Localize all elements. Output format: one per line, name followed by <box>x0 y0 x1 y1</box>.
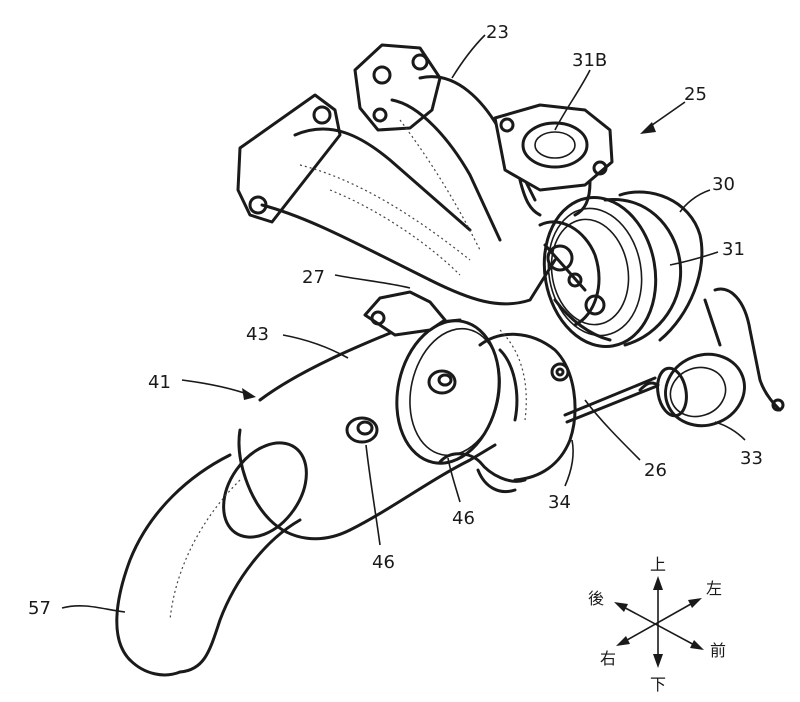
compass-front: 前 <box>710 641 726 660</box>
compass-down: 下 <box>650 675 666 694</box>
label-26: 26 <box>644 460 667 481</box>
turbine-outlet-pipe <box>478 329 577 482</box>
label-33: 33 <box>740 448 763 469</box>
label-57: 57 <box>28 598 51 619</box>
compass-up: 上 <box>650 555 666 574</box>
label-34: 34 <box>548 492 571 513</box>
wastegate-actuator <box>563 287 785 428</box>
compass-right: 右 <box>600 649 616 668</box>
label-30: 30 <box>712 174 735 195</box>
label-31: 31 <box>722 239 745 260</box>
leader-lines <box>61 34 746 613</box>
label-46-right: 46 <box>452 508 475 529</box>
label-25: 25 <box>684 84 707 105</box>
exhaust-manifold <box>236 43 557 306</box>
compass-rear: 後 <box>588 589 604 608</box>
label-27: 27 <box>302 267 325 288</box>
label-31b: 31B <box>572 50 607 71</box>
label-43: 43 <box>246 324 269 345</box>
exhaust-pipe <box>115 441 308 677</box>
catalytic-converter <box>237 290 527 541</box>
turbocharger <box>538 190 704 348</box>
label-23: 23 <box>486 22 509 43</box>
turbine-outlet-flange-31b <box>493 103 614 217</box>
reference-numerals: 23 31B 25 30 31 27 43 41 26 34 33 46 46 … <box>28 22 763 619</box>
compass-left: 左 <box>706 579 722 598</box>
orientation-compass: 上 下 後 左 右 前 <box>588 555 726 694</box>
label-46-left: 46 <box>372 552 395 573</box>
label-41: 41 <box>148 372 171 393</box>
